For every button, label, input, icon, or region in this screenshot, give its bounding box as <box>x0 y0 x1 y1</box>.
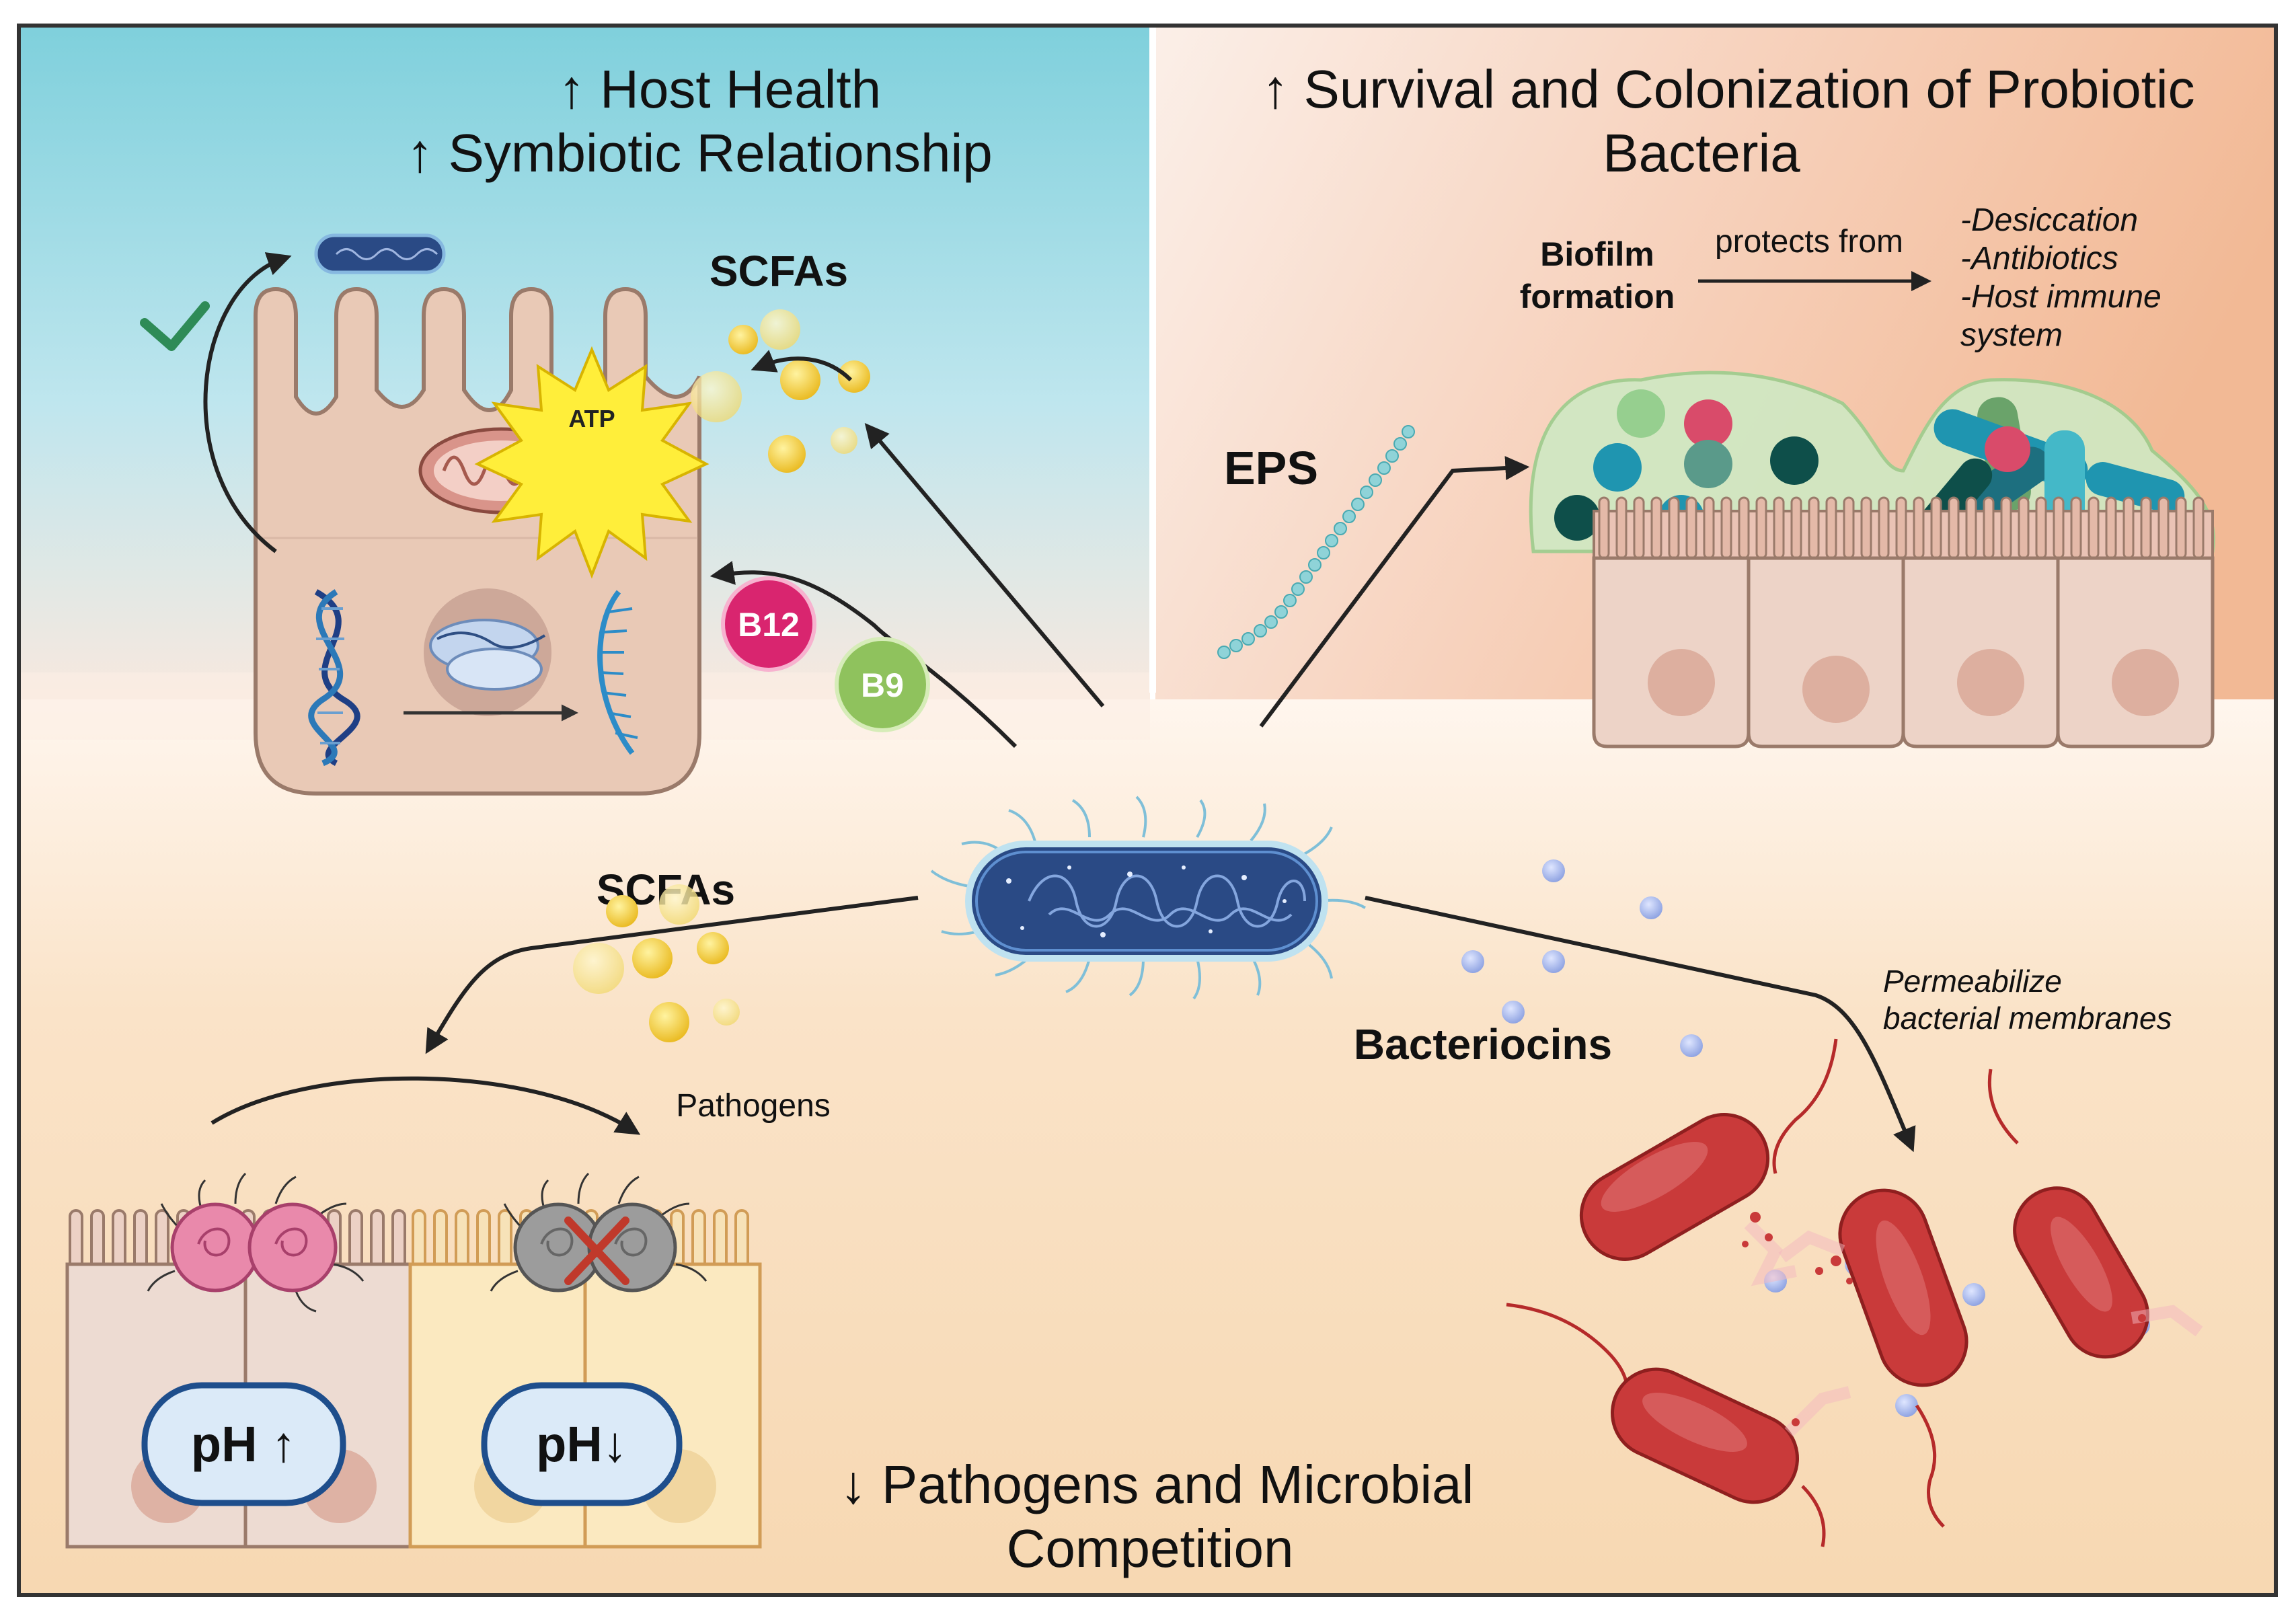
secretion-arrow <box>203 252 292 553</box>
biofilm-label-line2: formation <box>1520 278 1675 315</box>
protect-item-system: system <box>1960 317 2063 353</box>
pathogen-pink-icon <box>147 1172 365 1313</box>
competition-title: Competition <box>1007 1518 1294 1578</box>
ph-low-box: pH↓ <box>481 1382 683 1506</box>
ribosome-icon <box>429 619 546 691</box>
scfa-curved-arrow <box>751 350 853 382</box>
protect-item-host-immune: -Host immune <box>1960 279 2161 315</box>
atp-burst-icon: ATP <box>474 346 710 579</box>
scfa-bottom-arrow <box>425 896 919 1054</box>
bacteriocin-arrow <box>1365 896 1916 1153</box>
b9-label: B9 <box>861 666 904 704</box>
pathogens-competition-title: ↓ Pathogens and Microbial <box>840 1455 1474 1514</box>
scfa-particles-top <box>691 309 870 473</box>
bacteria-title: Bacteria <box>1603 123 1800 183</box>
pathogen-rod-3 <box>1987 1069 2203 1359</box>
eps-chain-icon <box>1217 425 1415 659</box>
pathogen-arc-arrow <box>211 1076 641 1135</box>
scfa-particles-bottom <box>573 884 740 1042</box>
protects-from-label: protects from <box>1715 224 1903 260</box>
figure-frame <box>17 24 2278 1597</box>
ph-high-label: pH ↑ <box>191 1416 296 1472</box>
top-left-panel: ↑ Host Health ↑ Symbiotic Relationship A… <box>140 59 1105 796</box>
pathogen-dead-icon <box>490 1172 707 1292</box>
permeabilize-line2: bacterial membranes <box>1883 1001 2172 1036</box>
b9-badge: B9 <box>835 637 930 732</box>
protect-item-antibiotics: -Antibiotics <box>1960 241 2118 276</box>
pathogens-label: Pathogens <box>676 1088 831 1124</box>
x-mark-icon <box>564 1216 629 1285</box>
ph-low-label: pH↓ <box>536 1416 627 1472</box>
top-right-panel: ↑ Survival and Colonization of Probiotic… <box>1217 59 2215 748</box>
small-bacterium-icon <box>314 233 446 274</box>
epithelial-layer-right <box>1592 496 2215 748</box>
dna-helix-icon <box>308 589 360 767</box>
bacteriocins-label: Bacteriocins <box>1354 1020 1612 1069</box>
bottom-left-panel: SCFAs Pathogens <box>65 865 1474 1578</box>
host-health-title: ↑ Host Health <box>558 59 881 119</box>
pathogen-rod-4 <box>1506 1303 1851 1547</box>
b12-label: B12 <box>738 606 800 644</box>
permeabilize-line1: Permeabilize <box>1883 964 2062 999</box>
probiotic-speckles <box>1006 865 1287 937</box>
vitamin-arrow <box>710 561 1018 748</box>
center-probiotic <box>930 796 1367 1000</box>
probiotic-body <box>965 841 1328 962</box>
symbiotic-relationship-title: ↑ Symbiotic Relationship <box>406 123 992 183</box>
biofilm-label-line1: Biofilm <box>1540 235 1654 273</box>
eps-label: EPS <box>1224 442 1318 494</box>
biofilm-arrow <box>1259 456 1530 728</box>
atp-label: ATP <box>568 405 615 432</box>
protect-item-desiccation: -Desiccation <box>1960 202 2138 238</box>
survival-title: ↑ Survival and Colonization of Probiotic <box>1262 59 2194 119</box>
ph-high-box: pH ↑ <box>141 1382 346 1506</box>
biofilm-bacteria <box>1554 389 2185 544</box>
check-icon <box>140 301 210 351</box>
bottom-right-panel: Bacteriocins Permeabilize bacterial memb… <box>1354 859 2203 1547</box>
b12-badge: B12 <box>721 576 816 672</box>
scfas-label-top: SCFAs <box>710 247 848 295</box>
scfa-production-arrow <box>864 422 1105 707</box>
probiotic-dna <box>1028 874 1306 928</box>
pathogen-rod-2 <box>1778 1188 1968 1528</box>
pathogen-rod-1 <box>1579 1038 1838 1286</box>
mrna-strand-icon <box>597 590 638 755</box>
